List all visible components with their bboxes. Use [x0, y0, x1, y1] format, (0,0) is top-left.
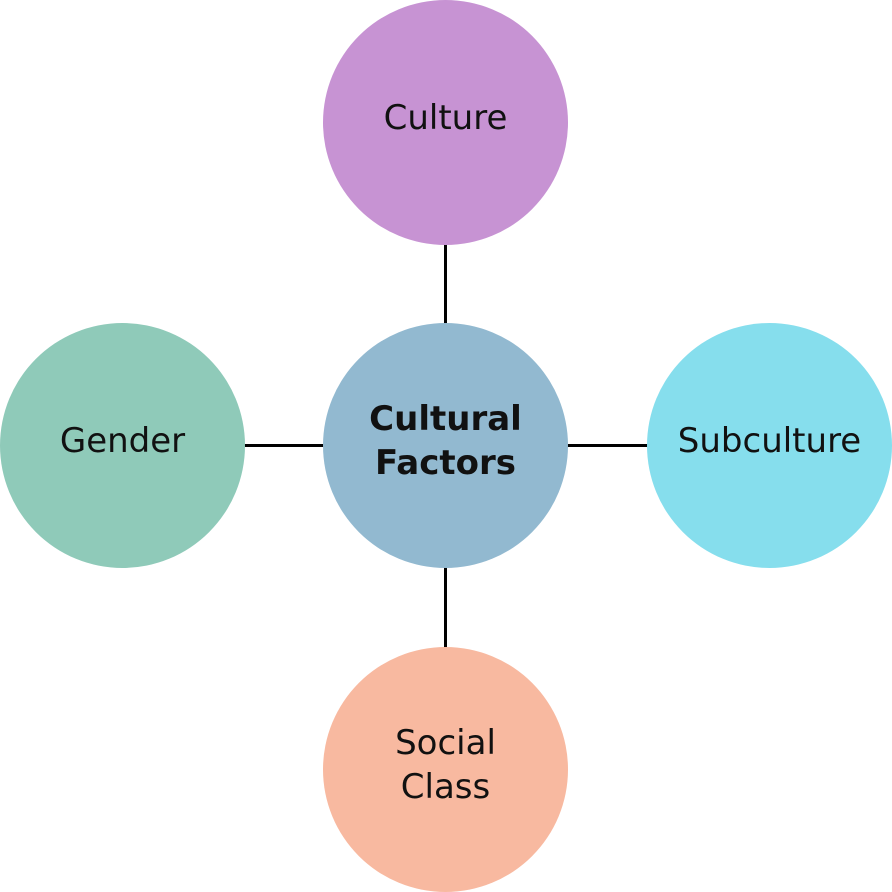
connector-bottom	[444, 566, 447, 648]
node-social-class-label-line1: Social	[395, 722, 496, 763]
center-label-line2: Factors	[375, 442, 516, 483]
node-gender-label: Gender	[59, 420, 186, 461]
node-subculture-label: Subculture	[677, 420, 862, 461]
node-social-class: Social Class	[323, 647, 568, 892]
connector-left	[244, 444, 326, 447]
node-social-class-label-line2: Class	[400, 766, 491, 807]
node-gender: Gender	[0, 323, 245, 568]
connector-right	[566, 444, 648, 447]
node-culture: Culture	[323, 0, 568, 245]
node-culture-label: Culture	[383, 97, 508, 138]
center-label-line1: Cultural	[369, 398, 522, 439]
node-cultural-factors: Cultural Factors	[323, 323, 568, 568]
node-subculture: Subculture	[647, 323, 892, 568]
connector-top	[444, 244, 447, 326]
